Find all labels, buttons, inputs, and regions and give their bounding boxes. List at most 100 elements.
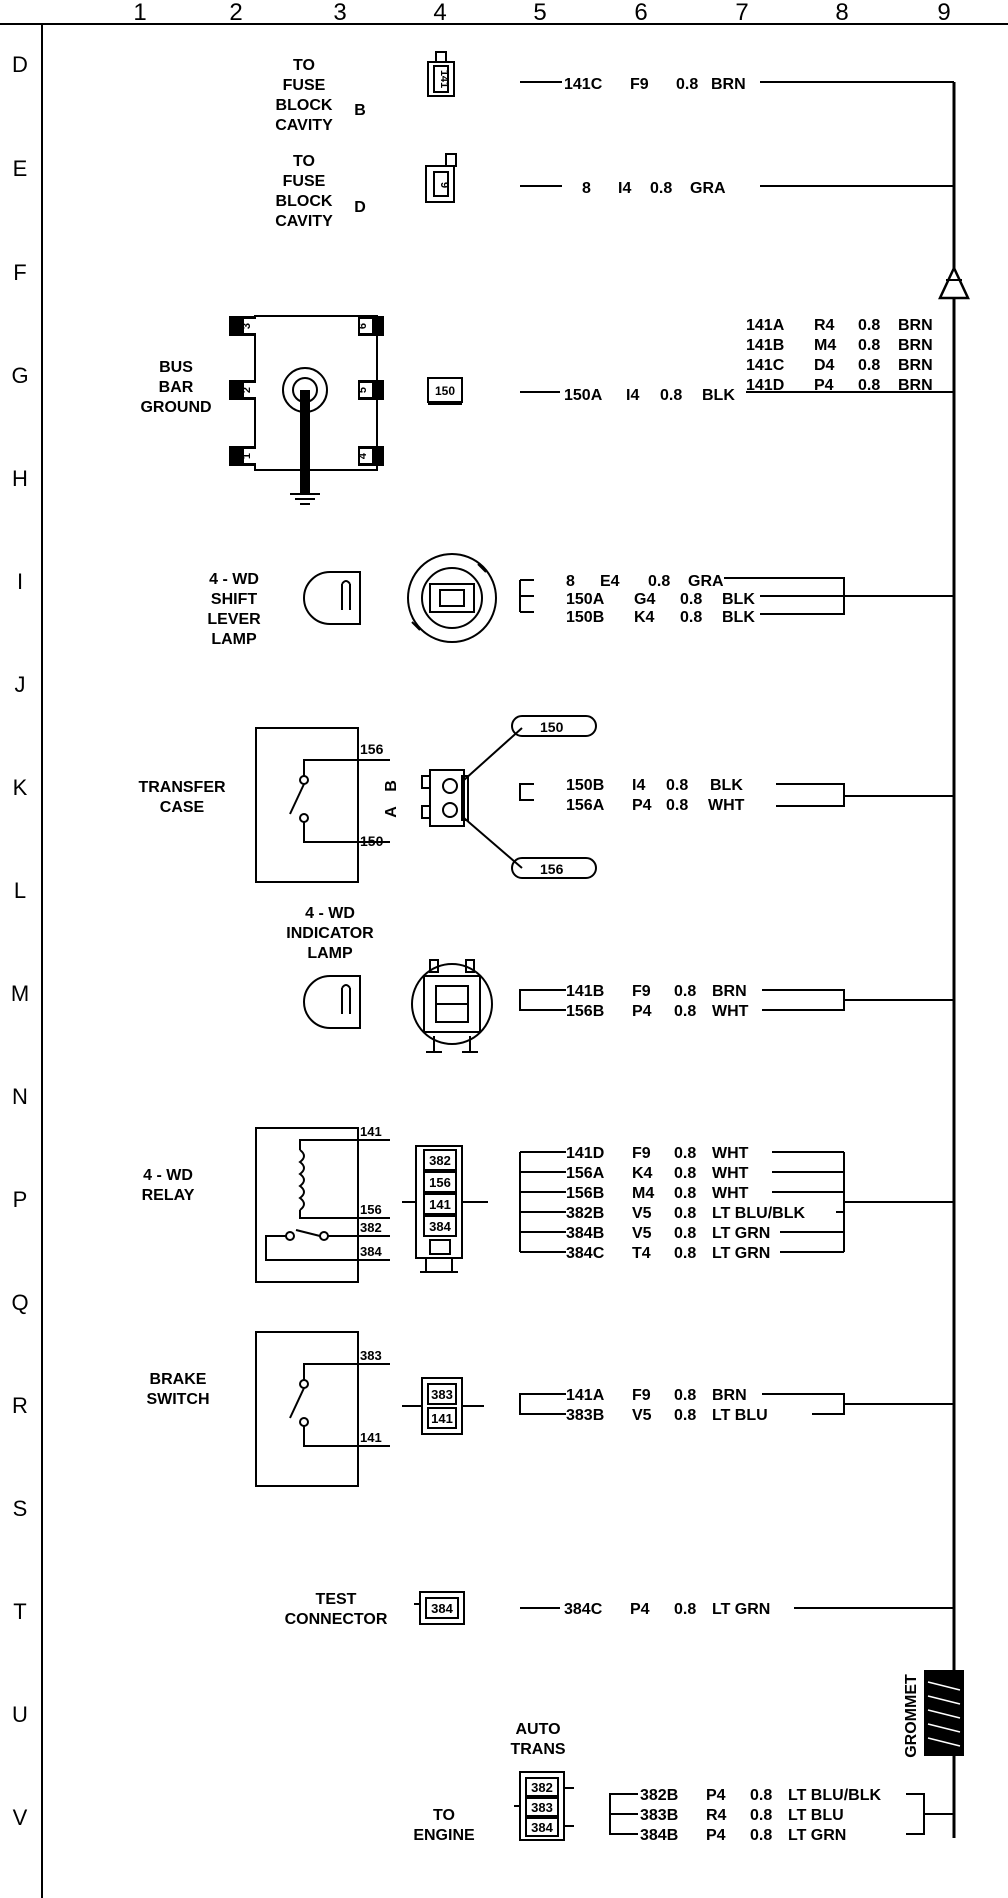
row-label: N [12,1084,28,1109]
brake-switch-pins: 383 141 [360,1348,382,1445]
row-label: V [13,1805,28,1830]
component-label: BUS [159,359,193,376]
component-label: ENGINE [413,1827,475,1844]
component-label: GROUND [140,399,211,416]
component-label: 4 - WD [305,905,355,922]
relay-body [255,1127,390,1283]
brake-switch-body [255,1331,390,1487]
wire [762,1393,845,1415]
component-label: FUSE [283,77,326,94]
column-label: 1 [133,0,146,26]
row-label: I [17,569,23,594]
column-label: 2 [229,0,242,26]
pin-number: 3 [241,323,253,329]
component-label: TO [293,57,315,74]
component-label: BRAKE [150,1371,207,1388]
row-label: F [13,260,26,285]
connector-pin: 9 [438,182,450,188]
brake-connector-pins: 383 141 [431,1387,453,1426]
row-labels: D E F G H I J K L M N P Q R S T U V [11,52,29,1830]
wire [762,989,845,1011]
component-label: CAVITY [275,213,333,230]
transfer-case-switch [255,727,390,883]
auto-trans-pins: 382 383 384 [531,1780,553,1835]
component-label: CONNECTOR [285,1611,388,1628]
fuse-d-connector [425,153,457,203]
row-label: M [11,981,29,1006]
row-label: L [14,878,26,903]
pin-number: 156 [360,1202,382,1217]
component-label: CAVITY [275,117,333,134]
connector-pin: 141 [438,70,450,88]
bus-bar-ground [229,315,384,505]
relay-pins: 141 156 382 384 [360,1124,382,1259]
column-label: 4 [433,0,446,26]
pin-number: 156 [360,741,384,757]
lamp-socket-icon [407,553,497,643]
component-label: BAR [159,379,194,396]
component-label: LAMP [211,631,257,648]
brake-switch-label: BRAKE SWITCH [146,1371,209,1408]
tag-label: 150 [540,719,564,735]
pin-number: 1 [241,453,253,459]
row-label: D [12,52,28,77]
grommet [924,1670,964,1756]
component-label: AUTO [515,1721,560,1738]
wire [776,783,845,807]
pin-number: 383 [360,1348,382,1363]
component-label: LAMP [307,945,353,962]
connector-pin: 383 [531,1800,553,1815]
connector-pin: 384 [431,1601,453,1616]
shift-lamp-label: 4 - WD SHIFT LEVER LAMP [207,571,261,648]
connector-pin: 150 [435,384,455,398]
test-connector-label: TEST CONNECTOR [285,1591,388,1628]
row-label: P [13,1187,28,1212]
connector-pin: 383 [431,1387,453,1402]
cavity-letter: D [354,199,366,216]
component-label: TEST [316,1591,357,1608]
transfer-case-connector [421,727,523,869]
component-label: BLOCK [276,193,333,210]
component-label: LEVER [207,611,261,628]
brake-switch-connector [402,1377,484,1435]
bus-bar-pins: 3 6 2 5 1 4 [241,323,369,459]
column-label: 9 [937,0,950,26]
pin-number: 4 [357,452,369,459]
bus-bar-label: BUS BAR GROUND [140,359,211,416]
component-label: FUSE [283,173,326,190]
component-label: 4 - WD [209,571,259,588]
relay-label: 4 - WD RELAY [142,1167,195,1204]
row-label: T [13,1599,26,1624]
wire [519,783,534,801]
fuse-b-connector [427,51,455,97]
column-labels: 1 2 3 4 5 6 7 8 9 [133,0,950,26]
auto-trans-label: AUTO TRANS [510,1721,565,1758]
auto-trans-connector [514,1771,574,1841]
column-label: 8 [835,0,848,26]
component-label: BLOCK [276,97,333,114]
row-label: Q [11,1290,28,1315]
pin-letter: B [383,780,400,792]
